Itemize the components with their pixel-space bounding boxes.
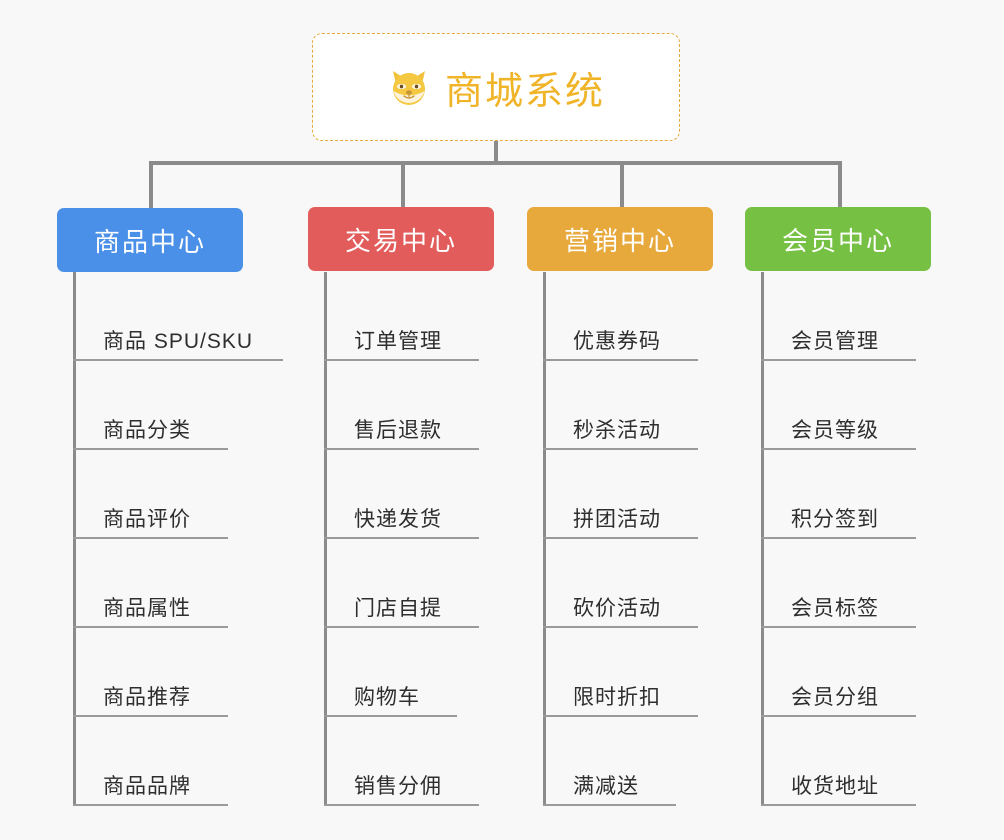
list-item[interactable]: 会员分组	[761, 628, 916, 717]
connector-drop-2	[401, 161, 405, 208]
list-item[interactable]: 拼团活动	[543, 450, 698, 539]
connector-drop-4	[838, 161, 842, 208]
branch-column-1: 商品 SPU/SKU 商品分类 商品评价 商品属性 商品推荐 商品品牌	[73, 272, 283, 806]
leaf-label: 商品推荐	[103, 686, 191, 709]
branch-spine-2	[324, 272, 327, 806]
leaf-label: 会员分组	[791, 686, 879, 709]
branch-spine-3	[543, 272, 546, 806]
leaf-label: 会员标签	[791, 597, 879, 620]
dog-face-icon	[387, 65, 431, 109]
connector-horizontal-bus	[151, 161, 841, 165]
leaf-label: 优惠券码	[573, 330, 661, 353]
category-box-4[interactable]: 会员中心	[745, 207, 931, 271]
list-item[interactable]: 限时折扣	[543, 628, 698, 717]
leaf-label: 售后退款	[354, 419, 442, 442]
list-item[interactable]: 秒杀活动	[543, 361, 698, 450]
list-item[interactable]: 满减送	[543, 717, 676, 806]
leaf-label: 积分签到	[791, 508, 879, 531]
branch-spine-1	[73, 272, 76, 806]
leaf-rule	[543, 715, 698, 717]
list-item[interactable]: 会员管理	[761, 272, 916, 361]
leaf-label: 砍价活动	[573, 597, 661, 620]
leaf-rule	[761, 359, 916, 361]
leaf-label: 秒杀活动	[573, 419, 661, 442]
leaf-rule	[324, 715, 457, 717]
root-title: 商城系统	[444, 70, 605, 113]
category-box-3[interactable]: 营销中心	[527, 207, 713, 271]
leaf-rule	[73, 804, 228, 806]
list-item[interactable]: 会员标签	[761, 539, 916, 628]
connector-drop-3	[620, 161, 624, 208]
leaf-rule	[543, 804, 676, 806]
leaf-label: 购物车	[354, 686, 420, 709]
list-item[interactable]: 收货地址	[761, 717, 916, 806]
leaf-label: 门店自提	[354, 597, 442, 620]
list-item[interactable]: 商品推荐	[73, 628, 253, 717]
category-label-4: 会员中心	[781, 225, 894, 256]
leaf-label: 商品属性	[103, 597, 191, 620]
leaf-rule	[543, 359, 698, 361]
branch-column-4: 会员管理 会员等级 积分签到 会员标签 会员分组 收货地址	[761, 272, 916, 806]
connector-drop-1	[149, 161, 153, 208]
list-item[interactable]: 购物车	[324, 628, 457, 717]
leaf-rule	[761, 626, 916, 628]
list-item[interactable]: 快递发货	[324, 450, 479, 539]
leaf-label: 限时折扣	[573, 686, 661, 709]
category-label-3: 营销中心	[563, 225, 676, 256]
leaf-rule	[73, 715, 228, 717]
leaf-rule	[324, 804, 479, 806]
leaf-label: 订单管理	[354, 330, 442, 353]
leaf-rule	[324, 537, 479, 539]
connector-root-stem	[494, 141, 498, 163]
leaf-rule	[761, 537, 916, 539]
list-item[interactable]: 优惠券码	[543, 272, 698, 361]
root-node[interactable]: 商城系统	[312, 33, 680, 141]
list-item[interactable]: 会员等级	[761, 361, 916, 450]
list-item[interactable]: 订单管理	[324, 272, 479, 361]
leaf-rule	[761, 448, 916, 450]
leaf-label: 商品品牌	[103, 775, 191, 798]
leaf-label: 商品评价	[103, 508, 191, 531]
leaf-rule	[324, 626, 479, 628]
list-item[interactable]: 售后退款	[324, 361, 479, 450]
leaf-rule	[73, 448, 228, 450]
leaf-label: 销售分佣	[354, 775, 442, 798]
category-box-2[interactable]: 交易中心	[308, 207, 494, 271]
list-item[interactable]: 商品分类	[73, 361, 253, 450]
list-item[interactable]: 商品品牌	[73, 717, 253, 806]
leaf-rule	[73, 537, 228, 539]
list-item[interactable]: 商品评价	[73, 450, 253, 539]
list-item[interactable]: 销售分佣	[324, 717, 479, 806]
leaf-label: 会员管理	[791, 330, 879, 353]
leaf-label: 快递发货	[354, 508, 442, 531]
list-item[interactable]: 积分签到	[761, 450, 916, 539]
leaf-label: 商品 SPU/SKU	[103, 330, 254, 353]
branch-column-3: 优惠券码 秒杀活动 拼团活动 砍价活动 限时折扣 满减送	[543, 272, 698, 806]
leaf-label: 拼团活动	[573, 508, 661, 531]
leaf-label: 商品分类	[103, 419, 191, 442]
leaf-label: 会员等级	[791, 419, 879, 442]
leaf-rule	[324, 448, 479, 450]
list-item[interactable]: 门店自提	[324, 539, 479, 628]
category-label-2: 交易中心	[344, 225, 457, 256]
leaf-rule	[73, 626, 228, 628]
list-item[interactable]: 商品属性	[73, 539, 253, 628]
leaf-rule	[761, 715, 916, 717]
category-label-1: 商品中心	[93, 226, 206, 257]
leaf-rule	[324, 359, 479, 361]
branch-column-2: 订单管理 售后退款 快递发货 门店自提 购物车 销售分佣	[324, 272, 479, 806]
leaf-label: 满减送	[573, 775, 639, 798]
leaf-rule	[543, 626, 698, 628]
list-item[interactable]: 商品 SPU/SKU	[73, 272, 283, 361]
leaf-rule	[73, 359, 283, 361]
leaf-label: 收货地址	[791, 775, 879, 798]
branch-spine-4	[761, 272, 764, 806]
list-item[interactable]: 砍价活动	[543, 539, 698, 628]
leaf-rule	[543, 537, 698, 539]
category-box-1[interactable]: 商品中心	[57, 208, 243, 272]
leaf-rule	[543, 448, 698, 450]
leaf-rule	[761, 804, 916, 806]
